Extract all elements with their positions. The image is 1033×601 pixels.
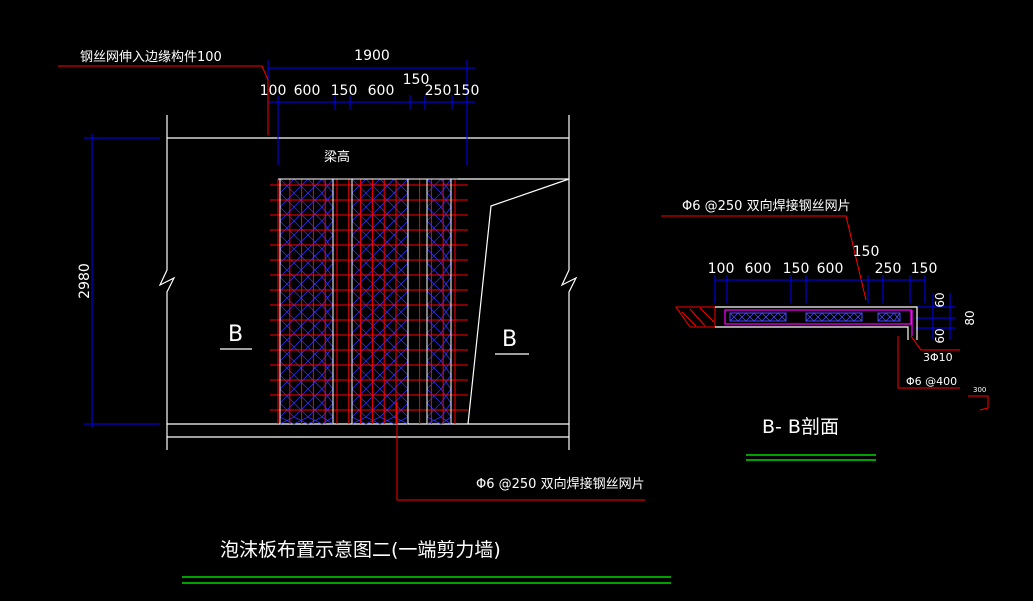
rebar-2-leader (897, 336, 960, 389)
top-total-dimension: 1900 (354, 48, 390, 64)
section-right-dimension-2: 60 (933, 328, 947, 343)
section-dimension-2: 150 (783, 261, 810, 277)
top-dimension-6: 150 (453, 83, 480, 99)
height-dimension: 2980 (77, 263, 93, 299)
rebar-2-label: Φ6 @400 (906, 375, 957, 388)
top-dimension-3: 600 (368, 83, 395, 99)
top-note: 钢丝网伸入边缘构件100 (80, 50, 222, 65)
section-mark-right: B (502, 327, 517, 352)
section-dimension-lines (714, 275, 956, 340)
section-mark-left: B (228, 322, 243, 347)
main-title: 泡沫板布置示意图二(一端剪力墙) (220, 539, 501, 561)
section-mesh-callout: Φ6 @250 双向焊接钢丝网片 (682, 198, 851, 214)
section-title: B- B剖面 (762, 416, 839, 438)
main-title-underline (182, 576, 671, 584)
steel-mesh-grid (270, 178, 468, 425)
top-dimension-1: 600 (294, 83, 321, 99)
section-right-dimension-0: 60 (933, 292, 947, 307)
top-dimension-lines (267, 60, 475, 165)
top-dimension-2: 150 (331, 83, 358, 99)
height-dimension-line (84, 134, 160, 428)
section-title-underline (746, 454, 876, 461)
rebar-1-leader (910, 335, 960, 351)
top-dimension-4: 150 (403, 72, 430, 88)
mesh-callout-bottom: Φ6 @250 双向焊接钢丝网片 (476, 476, 645, 492)
section-dimension-4: 150 (853, 244, 880, 260)
section-dimension-6: 150 (911, 261, 938, 277)
section-right-dimension-1: 80 (963, 310, 977, 325)
mesh-callout-leader (396, 402, 645, 501)
top-dimension-0: 100 (260, 83, 287, 99)
hook-detail-note: 300 (973, 386, 986, 394)
top-note-leader (58, 65, 269, 135)
rebar-1-label: 3Φ10 (923, 351, 953, 364)
section-dimension-5: 250 (875, 261, 902, 277)
beam-height-label: 梁高 (324, 149, 350, 165)
wall-outline (158, 115, 578, 450)
section-mesh-leader (661, 215, 867, 301)
section-dimension-1: 600 (745, 261, 772, 277)
section-slab (675, 306, 918, 340)
section-dimension-0: 100 (708, 261, 735, 277)
top-dimension-5: 250 (425, 83, 452, 99)
hook-detail (968, 395, 989, 411)
section-dimension-3: 600 (817, 261, 844, 277)
